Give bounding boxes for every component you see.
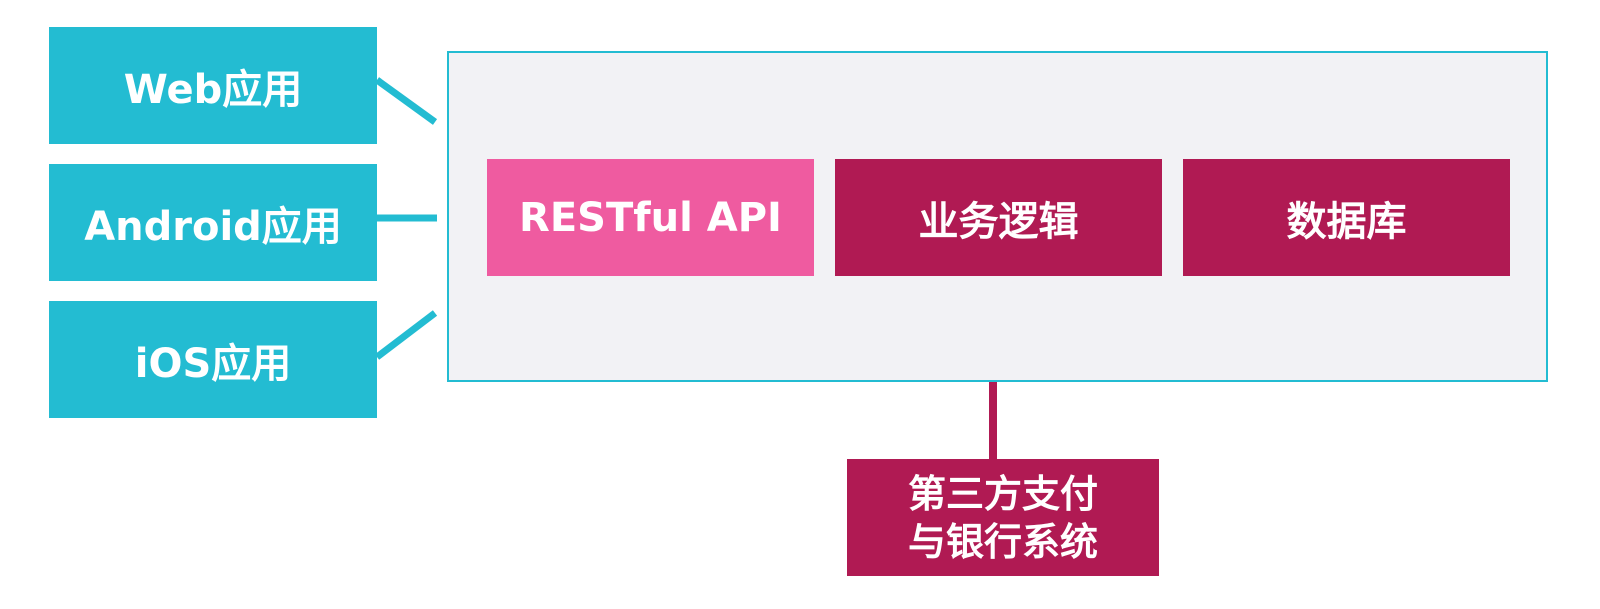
web-app-connector [374,77,438,125]
android-app-box: Android应用 [49,164,377,281]
ios-app-label: iOS应用 [134,340,292,387]
restful-api-box: RESTful API [487,159,814,276]
external-payment-bank-box: 第三方支付 与银行系统 [847,459,1159,576]
restful-api-label: RESTful API [519,194,782,241]
database-box: 数据库 [1183,159,1510,276]
business-logic-box: 业务逻辑 [835,159,1162,276]
database-label: 数据库 [1286,198,1407,245]
ios-app-box: iOS应用 [49,301,377,418]
web-app-label: Web应用 [123,66,303,113]
external-label-line-1: 第三方支付 [907,471,1098,516]
external-label-line-2: 与银行系统 [907,519,1098,564]
ios-app-connector [374,310,438,360]
web-app-box: Web应用 [49,27,377,144]
business-logic-label: 业务逻辑 [918,198,1079,245]
android-app-label: Android应用 [84,203,342,250]
